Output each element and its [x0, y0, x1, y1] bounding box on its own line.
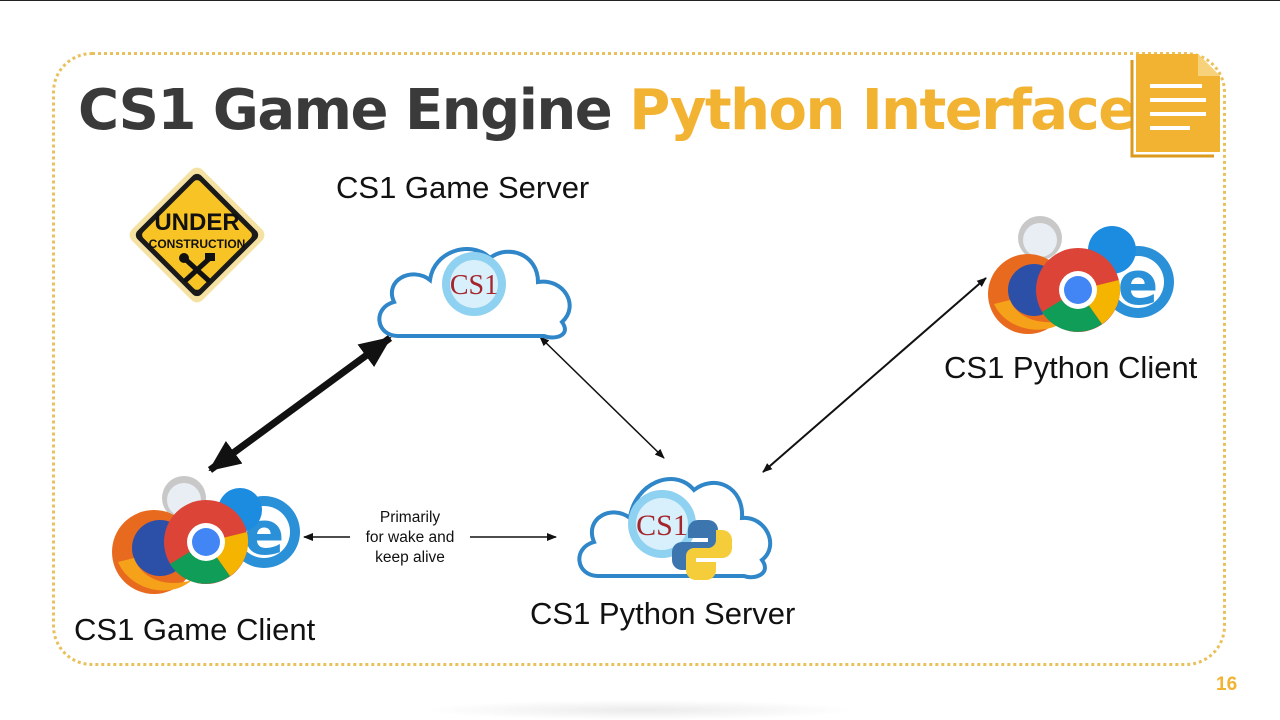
- python-server-cloud: CS1: [577, 477, 773, 580]
- python-logo-icon: [672, 520, 732, 580]
- dotted-frame: [52, 52, 1226, 666]
- title-part-dark: CS1 Game Engine: [78, 78, 613, 143]
- game-client-label: CS1 Game Client: [74, 612, 316, 647]
- game-client-browsers-icon: e: [112, 476, 300, 594]
- arrow-gameserver-pythonserver: [539, 336, 665, 459]
- document-icon: [1130, 54, 1220, 158]
- annotation-line2: for wake and: [350, 527, 470, 548]
- sign-line1: UNDER: [154, 209, 239, 236]
- python-server-label: CS1 Python Server: [530, 596, 796, 631]
- game-server-cloud: CS1: [377, 247, 572, 340]
- under-construction-sign: UNDER CONSTRUCTION: [129, 167, 265, 303]
- python-server-logo: CS1: [636, 509, 688, 542]
- tools-icon: [181, 255, 213, 283]
- arrow-pythonserver-pythonclient: [762, 277, 987, 473]
- sign-line2: CONSTRUCTION: [149, 237, 246, 251]
- annotation-line3: keep alive: [350, 547, 470, 568]
- wake-annotation: Primarily for wake and keep alive: [350, 508, 470, 568]
- title-part-accent: Python Interface: [629, 78, 1136, 143]
- game-server-label: CS1 Game Server: [336, 170, 590, 205]
- page-number: 16: [1216, 674, 1238, 695]
- python-client-label: CS1 Python Client: [944, 350, 1198, 385]
- python-client-browsers-icon: e: [988, 216, 1174, 334]
- slide-title: CS1 Game Engine Python Interface: [78, 78, 1136, 143]
- arrow-client-gameserver: [207, 335, 393, 473]
- annotation-line1: Primarily: [350, 508, 470, 528]
- game-server-logo: CS1: [450, 270, 498, 301]
- top-border: [0, 0, 1280, 1]
- bottom-shadow: [420, 700, 860, 720]
